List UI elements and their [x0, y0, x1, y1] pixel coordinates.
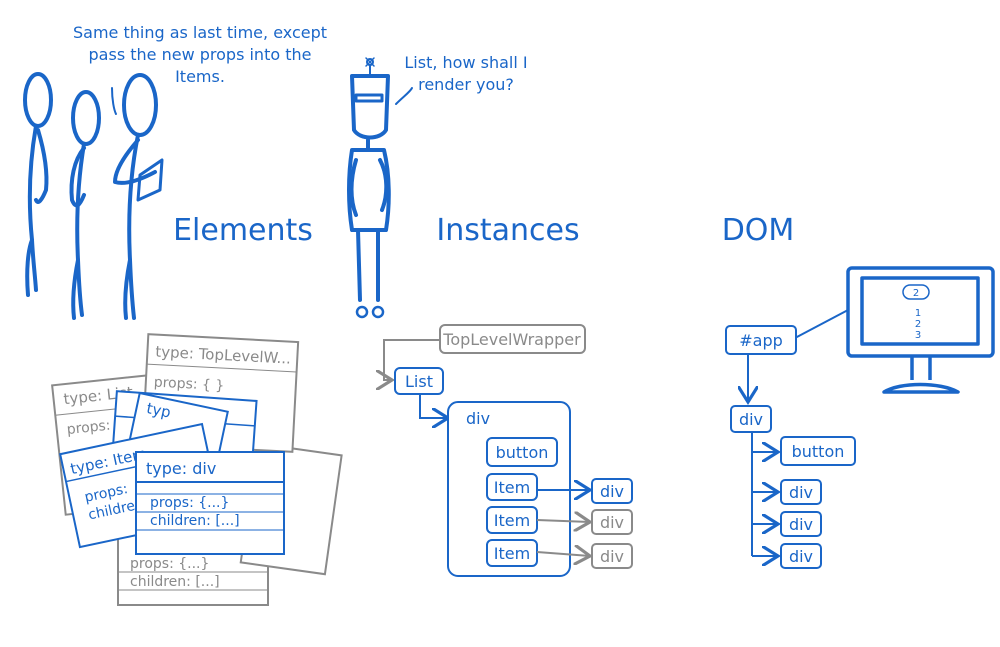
dom-div-2: div	[780, 511, 822, 537]
bottom-card-props: props: {...}	[130, 556, 209, 572]
dom-button-label: button	[792, 442, 845, 461]
dom-app: #app	[725, 325, 797, 355]
instance-dom-div-3: div	[591, 543, 633, 569]
dom-div: div	[730, 405, 772, 433]
speech-people-line2: pass the new props into the	[89, 45, 312, 64]
dom-div1-label: div	[789, 483, 813, 502]
speech-robot-line1: List, how shall I	[404, 53, 527, 72]
list-card-props: props:	[66, 418, 111, 438]
instance-dom-div-2: div	[591, 509, 633, 535]
robot-figure	[347, 57, 413, 319]
heading-instances: Instances	[436, 213, 579, 248]
instance-item2-label: Item	[494, 511, 530, 530]
instance-item3-label: Item	[494, 544, 530, 563]
screen-badge-box	[902, 284, 930, 300]
dom-div2-label: div	[789, 515, 813, 534]
dom-div3-label: div	[789, 547, 813, 566]
people-figures	[23, 72, 164, 320]
dom-div-1: div	[780, 479, 822, 505]
dom-tree: 2 1 2 3 #app div button div div	[725, 266, 995, 569]
speech-robot-line2: render you?	[418, 75, 514, 94]
screen-badge: 2	[913, 288, 919, 299]
instance-item-1: Item	[486, 473, 538, 501]
toplevel-card-props: props: { }	[153, 375, 224, 395]
instance-list: List	[394, 367, 444, 395]
screen-list-2: 2	[915, 319, 921, 330]
robot-speech: List, how shall I render you?	[404, 53, 527, 94]
instance-toplevelwrapper: TopLevelWrapper	[439, 324, 586, 354]
dom-app-label: #app	[739, 331, 783, 350]
instance-toplevel-label: TopLevelWrapper	[442, 330, 581, 349]
instances-tree: TopLevelWrapper List div button Item Ite…	[384, 324, 633, 577]
speech-people-line1: Same thing as last time, except	[73, 23, 327, 42]
instance-dom-div-1: div	[591, 478, 633, 504]
instance-div3-label: div	[600, 547, 624, 566]
partial-card-type: typ	[145, 399, 172, 422]
bottom-card-children: children: [...]	[130, 574, 220, 590]
dom-div-label: div	[739, 410, 763, 429]
div-card-type: type: div	[146, 459, 216, 478]
div-card-children: children: [...]	[150, 513, 240, 529]
instance-div-label: div	[466, 409, 490, 428]
dom-div-3: div	[780, 543, 822, 569]
instance-item-3: Item	[486, 539, 538, 567]
heading-elements: Elements	[173, 213, 313, 248]
people-speech: Same thing as last time, except pass the…	[73, 23, 327, 86]
dom-button: button	[780, 436, 856, 466]
instance-div1-label: div	[600, 482, 624, 501]
instance-button-label: button	[496, 443, 549, 462]
heading-dom: DOM	[722, 213, 795, 248]
instance-div2-label: div	[600, 513, 624, 532]
instance-item-2: Item	[486, 506, 538, 534]
instance-list-label: List	[405, 372, 433, 391]
instance-button: button	[486, 437, 558, 467]
instance-item1-label: Item	[494, 478, 530, 497]
monitor-illustration	[846, 266, 995, 394]
elements-card-stack: props: {...} children: [...] type: List …	[51, 333, 343, 606]
speech-people-line3: Items.	[175, 67, 225, 86]
element-card-div: type: div props: {...} children: [...]	[135, 451, 285, 555]
div-card-props: props: {...}	[150, 495, 229, 511]
screen-list-1: 1	[915, 308, 921, 319]
screen-list-3: 3	[915, 330, 921, 341]
